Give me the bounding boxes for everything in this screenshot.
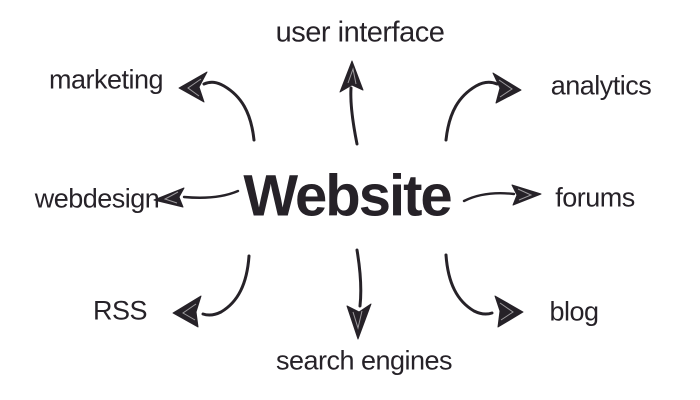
node-label-user-interface: user interface: [275, 16, 445, 49]
center-node-website: Website: [243, 163, 452, 229]
node-label-marketing: marketing: [48, 64, 164, 95]
arrow-up-icon: [339, 60, 364, 146]
node-label-analytics: analytics: [550, 70, 652, 101]
node-label-webdesign: webdesign: [34, 183, 160, 214]
node-label-forums: forums: [555, 182, 635, 213]
arrow-down-icon: [346, 248, 372, 340]
arrow-left-icon: [153, 187, 240, 208]
node-label-rss: RSS: [92, 295, 148, 326]
arrow-down-right-icon: [444, 253, 524, 328]
node-label-blog: blog: [549, 296, 599, 327]
arrow-up-right-icon: [444, 72, 522, 142]
arrow-right-icon: [462, 184, 542, 206]
node-label-search-engines: search engines: [275, 345, 453, 376]
arrow-up-left-icon: [178, 71, 256, 142]
arrow-down-left-icon: [172, 254, 251, 328]
